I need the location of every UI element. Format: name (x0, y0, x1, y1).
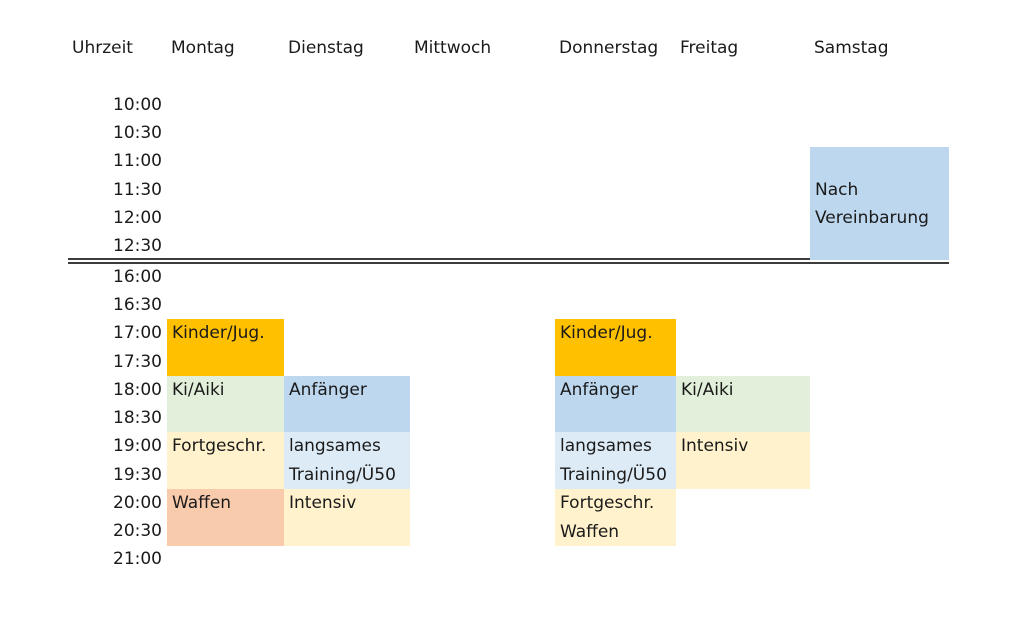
cell-label: Intensiv (289, 493, 357, 513)
schedule-cell-fri-kiaiki: Ki/Aiki (676, 376, 810, 432)
separator-line (68, 258, 949, 260)
cell-label: Training/Ü50 (560, 465, 667, 485)
cell-label: Fortgeschr. (560, 493, 655, 513)
time-label: 12:30 (113, 236, 162, 256)
schedule-cell-tue-langsames: langsames Training/Ü50 (284, 432, 410, 489)
time-label: 17:30 (113, 352, 162, 372)
cell-label: Anfänger (560, 380, 638, 400)
time-label: 19:30 (113, 465, 162, 485)
time-label: 11:00 (113, 151, 162, 171)
cell-label: Waffen (172, 493, 232, 513)
time-label: 16:30 (113, 295, 162, 315)
cell-label: Anfänger (289, 380, 367, 400)
time-label: 10:00 (113, 95, 162, 115)
cell-label: Kinder/Jug. (172, 323, 265, 343)
time-label: 11:30 (113, 180, 162, 200)
schedule-cell-fri-intensiv: Intensiv (676, 432, 810, 489)
header-donnerstag: Donnerstag (559, 38, 659, 58)
time-label: 21:00 (113, 549, 162, 569)
cell-label: Vereinbarung (815, 208, 929, 228)
schedule-cell-mon-waffen: Waffen (167, 489, 284, 546)
schedule-cell-thu-fortgeschr-waffen: Fortgeschr. Waffen (555, 489, 676, 546)
header-mittwoch: Mittwoch (414, 38, 492, 58)
cell-label: Kinder/Jug. (560, 323, 653, 343)
time-label: 16:00 (113, 267, 162, 287)
schedule-cell-sat-nach-vereinbarung: Nach Vereinbarung (810, 147, 949, 260)
cell-label: Intensiv (681, 436, 749, 456)
time-label: 10:30 (113, 123, 162, 143)
separator-line (68, 262, 949, 264)
time-label: 18:30 (113, 408, 162, 428)
schedule-cell-tue-anfaenger: Anfänger (284, 376, 410, 432)
schedule-cell-thu-kinder: Kinder/Jug. (555, 319, 676, 376)
header-samstag: Samstag (814, 38, 889, 58)
time-label: 12:00 (113, 208, 162, 228)
schedule-cell-thu-anfaenger: Anfänger (555, 376, 676, 432)
header-montag: Montag (171, 38, 235, 58)
cell-label: Nach (815, 180, 859, 200)
time-label: 20:00 (113, 493, 162, 513)
time-label: 17:00 (113, 323, 162, 343)
schedule-cell-mon-kinder: Kinder/Jug. (167, 319, 284, 376)
cell-label: langsames (289, 436, 381, 456)
cell-label: Waffen (560, 522, 620, 542)
schedule-cell-mon-kiaiki: Ki/Aiki (167, 376, 284, 432)
header-freitag: Freitag (680, 38, 739, 58)
header-uhrzeit: Uhrzeit (72, 38, 133, 58)
cell-label: langsames (560, 436, 652, 456)
time-label: 19:00 (113, 436, 162, 456)
cell-label: Training/Ü50 (289, 465, 396, 485)
schedule-cell-mon-fortgeschr: Fortgeschr. (167, 432, 284, 489)
schedule-cell-thu-langsames: langsames Training/Ü50 (555, 432, 676, 489)
schedule-cell-tue-intensiv: Intensiv (284, 489, 410, 546)
time-label: 20:30 (113, 521, 162, 541)
header-dienstag: Dienstag (288, 38, 364, 58)
cell-label: Fortgeschr. (172, 436, 267, 456)
cell-label: Ki/Aiki (681, 380, 734, 400)
time-label: 18:00 (113, 380, 162, 400)
cell-label: Ki/Aiki (172, 380, 225, 400)
